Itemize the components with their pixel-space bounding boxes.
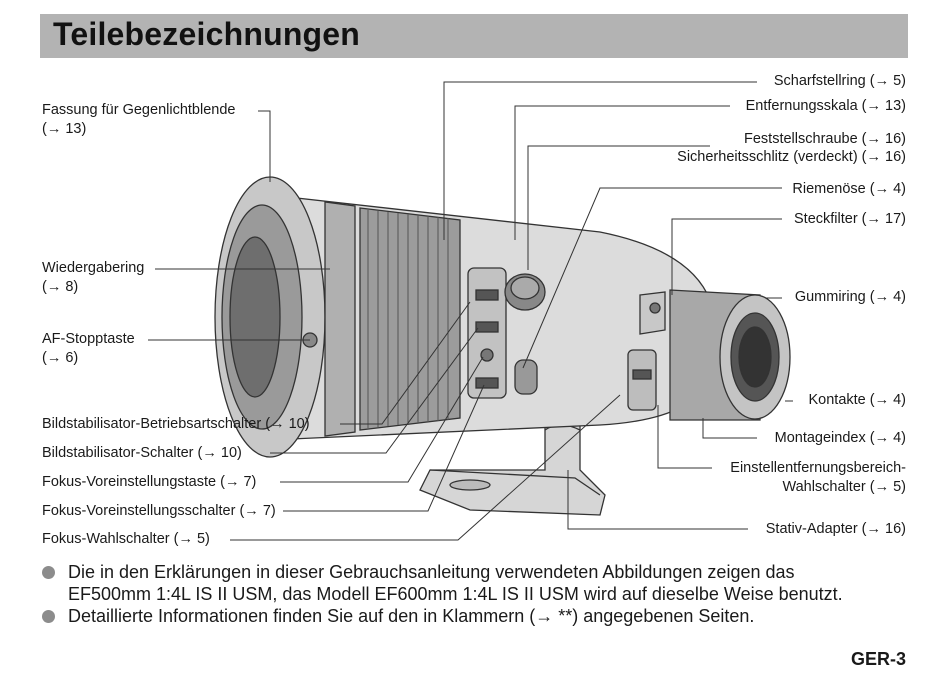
label-steckfilter: Steckfilter (→ 17) [794, 211, 906, 227]
label-page-ref: (→ 8) [42, 279, 79, 295]
lens-body-illustration [214, 176, 791, 458]
bullet-dot-icon [42, 566, 55, 579]
note-2-line-1: Detaillierte Informationen finden Sie au… [68, 606, 755, 626]
label-af-stopptaste: AF-Stopptaste (→ 6) [42, 330, 135, 368]
label-text-cont: Wahlschalter (→ 5) [782, 479, 906, 495]
page-number: GER-3 [850, 649, 906, 669]
label-is-betriebsartschalter: Bildstabilisator-Betriebsartschalter (→ … [42, 416, 310, 432]
label-text: Einstellentfernungsbereich- [730, 460, 906, 476]
label-feststellschraube: Feststellschraube (→ 16) [744, 131, 906, 147]
label-fokus-wahlschalter: Fokus-Wahlschalter (→ 5) [42, 531, 210, 547]
label-wiedergabering: Wiedergabering (→ 8) [42, 259, 144, 297]
label-fokus-voreinstellungstaste: Fokus-Voreinstellungstaste (→ 7) [42, 474, 257, 490]
note-1-line-1: Die in den Erklärungen in dieser Gebrauc… [68, 562, 795, 582]
label-text: Wiedergabering [42, 260, 145, 276]
label-riemenoese: Riemenöse (→ 4) [792, 181, 906, 197]
label-stativ-adapter: Stativ-Adapter (→ 16) [765, 521, 906, 537]
label-text: Fassung für Gegenlichtblende [42, 102, 236, 118]
label-entfernungsskala: Entfernungsskala (→ 13) [745, 98, 906, 114]
label-page-ref: (→ 13) [42, 121, 87, 137]
label-scharfstellring: Scharfstellring (→ 5) [773, 73, 906, 89]
title-bar: Teilebezeichnungen [40, 14, 908, 58]
label-kontakte: Kontakte (→ 4) [808, 392, 906, 408]
tripod-foot-illustration [419, 414, 606, 516]
bullet-dot-icon [42, 610, 55, 623]
label-page-ref: (→ 6) [42, 350, 79, 366]
label-montageindex: Montageindex (→ 4) [774, 430, 906, 446]
label-is-schalter: Bildstabilisator-Schalter (→ 10) [42, 445, 242, 461]
page-title: Teilebezeichnungen [53, 16, 361, 52]
label-fokus-voreinstellungsschalter: Fokus-Voreinstellungsschalter (→ 7) [42, 503, 276, 519]
label-einstellentfernungsbereich: Einstellentfernungsbereich- Wahlschalter… [730, 459, 906, 497]
label-sicherheitsschlitz: Sicherheitsschlitz (verdeckt) (→ 16) [677, 149, 906, 165]
label-text: AF-Stopptaste [42, 331, 135, 347]
note-1-line-2: EF500mm 1:4L IS II USM, das Modell EF600… [68, 584, 843, 604]
label-gummiring: Gummiring (→ 4) [794, 289, 906, 305]
label-fassung-gegenlichtblende: Fassung für Gegenlichtblende (→ 13) [42, 101, 235, 139]
